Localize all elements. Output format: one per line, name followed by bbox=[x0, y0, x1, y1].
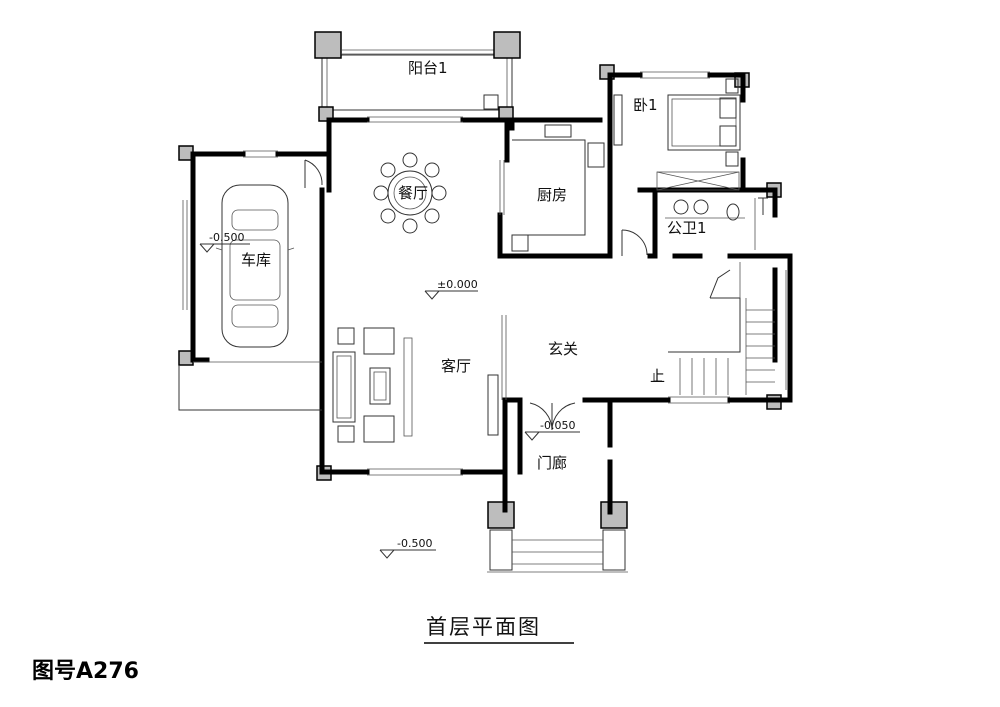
staircase bbox=[653, 262, 775, 395]
bathroom-fixtures bbox=[665, 197, 768, 250]
room-label-balcony: 阳台1 bbox=[408, 59, 448, 77]
svg-text:±0.000: ±0.000 bbox=[437, 278, 478, 291]
room-label-bedroom: 卧1 bbox=[633, 96, 658, 114]
room-labels: 阳台1 卧1 厨房 餐厅 车库 公卫1 客厅 玄关 门廊 上 bbox=[241, 59, 707, 472]
drawing-number: 图号A276 bbox=[32, 659, 139, 684]
svg-text:-0.500: -0.500 bbox=[397, 537, 432, 550]
room-label-bathroom: 公卫1 bbox=[667, 219, 707, 237]
balcony-area bbox=[321, 49, 513, 111]
stair-up-mark: 上 bbox=[650, 367, 665, 385]
porch-steps bbox=[487, 529, 628, 573]
bed-icon bbox=[613, 78, 741, 191]
living-sofa-set bbox=[332, 315, 507, 443]
room-label-living: 客厅 bbox=[441, 357, 471, 375]
car-icon bbox=[215, 184, 295, 348]
level-marker-exterior: -0.500 bbox=[379, 537, 436, 559]
svg-text:首层平面图: 首层平面图 bbox=[426, 615, 541, 639]
doors bbox=[304, 159, 648, 431]
walls bbox=[190, 72, 793, 515]
level-marker-garage: -0.500 bbox=[199, 231, 250, 253]
svg-text:-0.050: -0.050 bbox=[540, 419, 575, 432]
dining-table-icon bbox=[373, 152, 447, 234]
room-label-dining: 餐厅 bbox=[398, 184, 428, 202]
room-label-foyer: 玄关 bbox=[548, 340, 578, 358]
garage-apron bbox=[178, 361, 322, 411]
windows bbox=[182, 71, 787, 476]
room-label-garage: 车库 bbox=[241, 251, 271, 269]
drawing-title: 首层平面图 bbox=[424, 615, 574, 644]
structural-columns bbox=[178, 31, 782, 529]
svg-text:-0.500: -0.500 bbox=[209, 231, 244, 244]
level-markers: -0.500 ±0.000 -0.050 -0.500 bbox=[199, 231, 580, 559]
level-marker-living: ±0.000 bbox=[424, 278, 478, 300]
level-marker-porch: -0.050 bbox=[524, 419, 580, 441]
room-label-kitchen: 厨房 bbox=[537, 186, 567, 204]
kitchen-counter bbox=[499, 124, 605, 252]
room-label-porch: 门廊 bbox=[537, 454, 567, 472]
